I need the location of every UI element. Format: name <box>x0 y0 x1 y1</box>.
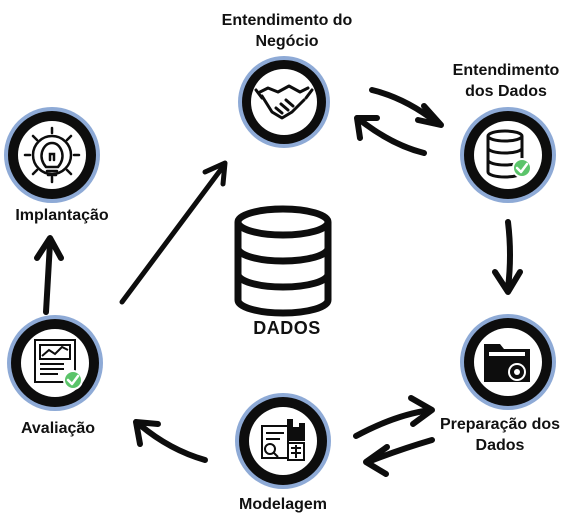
node-preparation <box>460 314 556 410</box>
handshake-icon <box>254 84 314 120</box>
arrow-modeling-to-preparation <box>363 437 435 477</box>
lightbulb-gear-icon <box>23 126 81 184</box>
label-modeling: Modelagem <box>239 494 327 515</box>
label-data-understanding-line1: Entendimento <box>452 62 560 79</box>
label-evaluation: Avaliação <box>21 418 95 439</box>
folder-gear-icon <box>484 344 530 382</box>
node-evaluation <box>7 315 103 411</box>
check-badge-icon <box>63 370 83 390</box>
report-analysis-icon <box>261 419 305 461</box>
node-deployment <box>4 107 100 203</box>
label-center-text: DADOS <box>253 318 321 338</box>
report-chart-icon <box>34 339 76 383</box>
arrow-data-to-business <box>354 115 427 156</box>
label-preparation: Preparação dos Dados <box>440 414 560 456</box>
label-deployment-text: Implantação <box>15 207 109 224</box>
label-data-understanding: Entendimento dos Dados <box>453 60 560 102</box>
arrow-preparation-to-modeling <box>353 395 435 439</box>
check-badge-icon <box>512 158 532 178</box>
arrow-evaluation-to-business <box>119 160 228 305</box>
node-data-understanding <box>460 107 556 203</box>
node-business <box>238 56 330 148</box>
label-business: Entendimento do Negócio <box>222 10 353 52</box>
arrow-evaluation-to-deployment <box>34 235 64 315</box>
node-modeling <box>235 393 331 489</box>
label-center-data: DADOS <box>253 318 321 339</box>
process-arrows <box>34 87 523 477</box>
arrow-data-to-preparation <box>492 219 523 295</box>
label-business-line2: Negócio <box>255 33 319 50</box>
label-business-line1: Entendimento do <box>221 12 353 29</box>
label-modeling-text: Modelagem <box>238 496 328 513</box>
center-database-icon <box>234 205 332 317</box>
arrow-modeling-to-evaluation <box>133 419 208 463</box>
label-deployment: Implantação <box>15 205 108 226</box>
label-preparation-line2: Dados <box>475 437 525 454</box>
label-data-understanding-line2: dos Dados <box>465 83 547 100</box>
arrow-business-to-data <box>369 87 444 128</box>
label-preparation-line1: Preparação dos <box>439 416 561 433</box>
label-evaluation-text: Avaliação <box>20 420 96 437</box>
